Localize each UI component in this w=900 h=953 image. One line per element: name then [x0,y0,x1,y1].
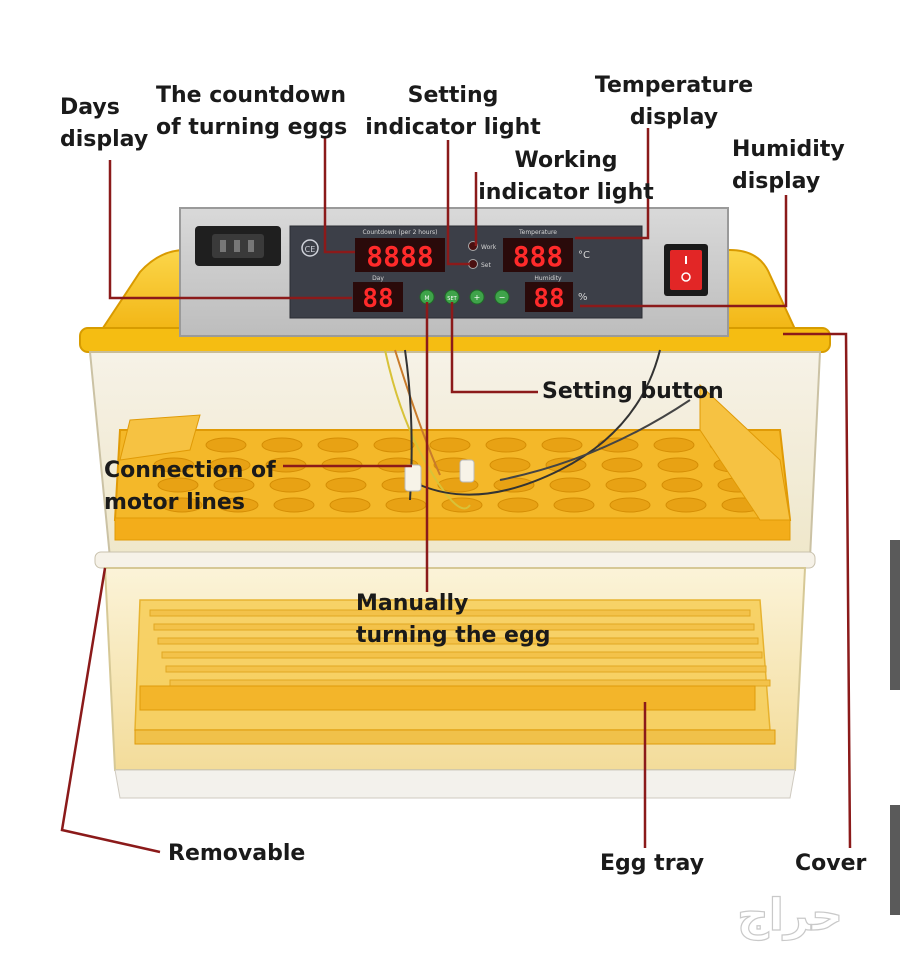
panel-buttons: M SET + − [419,289,510,305]
base-feet [114,769,796,799]
button-plus: + [474,293,481,302]
tray-rail [149,609,751,617]
tray-hole [601,457,643,473]
tray-hole [209,457,251,473]
tray-hole [273,497,315,513]
tray-hole [485,437,527,453]
label-removable: Removable [168,841,306,866]
work-led-label: Work [481,244,497,251]
tray-hole [657,457,699,473]
tray-rail [157,637,759,645]
tray-hole [497,497,539,513]
tray-hole [385,497,427,513]
tray-hole [329,497,371,513]
countdown-caption: Countdown (per 2 hours) [362,229,437,236]
temperature-digits: 888 [513,240,564,273]
tray-hole [545,457,587,473]
tray-hole [213,477,255,493]
label-egg-tray: Egg tray [600,851,705,876]
ce-mark: CE [305,245,316,254]
tray-hole [661,477,703,493]
day-caption: Day [372,275,384,282]
tray-hole [269,477,311,493]
tray-hole [217,497,259,513]
tray-hole [429,437,471,453]
humidity-unit: % [578,292,588,303]
tray-rail [169,679,771,687]
tray-hole [609,497,651,513]
lower-egg-tray [134,599,776,745]
tray-hole [665,497,707,513]
button-set: SET [447,296,457,302]
tray-rail [165,665,767,673]
tray-hole [161,497,203,513]
humidity-digits: 88 [533,284,564,314]
tray-hole [325,477,367,493]
tray-hole [489,457,531,473]
day-digits: 88 [362,284,393,314]
tray-hole [605,477,647,493]
tray-hole [549,477,591,493]
tray-hole [261,437,303,453]
tray-hole [653,437,695,453]
label-setting-button: Setting button [542,379,724,404]
label-cover: Cover [795,851,867,876]
tray-hole [373,437,415,453]
leader-lines [60,128,852,854]
temperature-caption: Temperature [518,229,557,236]
watermark: حراج [737,890,843,941]
tray-hole [541,437,583,453]
button-m: M [424,295,429,302]
button-minus: − [499,293,506,302]
tray-rail [153,623,755,631]
tray-hole [205,437,247,453]
tray-hole [553,497,595,513]
tray-hole [317,437,359,453]
display-panel [289,225,643,319]
humidity-caption: Humidity [534,275,562,282]
tray-rail [161,651,763,659]
temperature-unit: °C [578,250,590,261]
tray-hole [153,457,195,473]
set-led-label: Set [481,262,492,269]
tray-hole [493,477,535,493]
removable-base [94,551,816,569]
countdown-digits: 8888 [366,240,433,273]
tray-hole [441,497,483,513]
tray-hole [157,477,199,493]
